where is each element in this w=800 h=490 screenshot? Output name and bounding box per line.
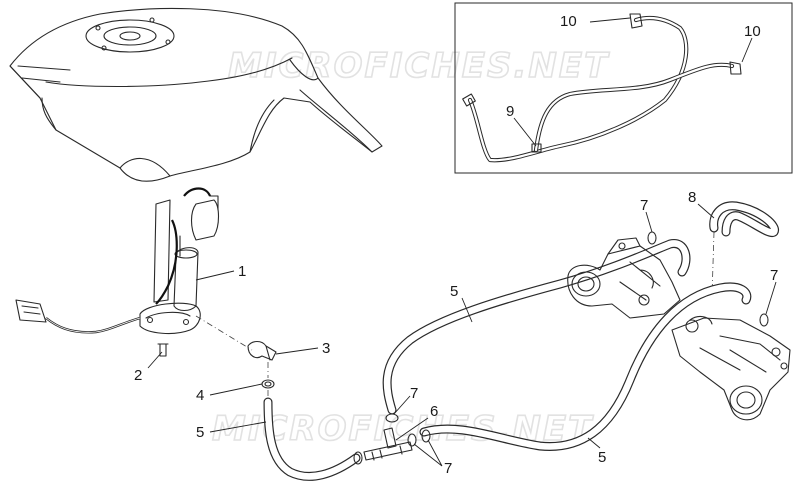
callout-7-middle: 7	[410, 385, 418, 402]
leader-7b	[413, 439, 443, 467]
callout-7-bottom: 7	[444, 460, 452, 477]
callout-6: 6	[430, 403, 438, 420]
leader-8	[697, 203, 715, 219]
elbow-fitting-part-3	[247, 340, 277, 361]
leader-10b	[741, 37, 753, 63]
callout-8: 8	[688, 189, 696, 206]
fuel-tank	[9, 7, 383, 182]
inset-frame	[454, 2, 793, 174]
leader-10a	[589, 17, 631, 23]
fuel-hose-long	[382, 239, 691, 415]
callout-7-upper: 7	[640, 197, 648, 214]
callout-1: 1	[238, 263, 246, 280]
leader-4	[209, 383, 263, 396]
leader-5b	[461, 297, 473, 323]
leader-1	[195, 270, 235, 281]
hose-part-8	[709, 201, 779, 237]
callout-4: 4	[196, 387, 204, 404]
leader-9	[513, 117, 537, 147]
hose-clamps-part-7	[353, 231, 769, 465]
bolt-part-2	[157, 343, 169, 357]
fuel-hose-right	[419, 282, 752, 451]
fuel-pump	[15, 187, 220, 335]
guide-line-pump-elbow	[195, 315, 253, 351]
callout-3: 3	[322, 340, 330, 357]
leader-5a	[209, 421, 267, 433]
breather-hose-assembly	[462, 13, 742, 163]
callout-5-left: 5	[196, 424, 204, 441]
fuel-hose-left	[263, 397, 361, 481]
leader-7a	[393, 395, 411, 415]
leader-6	[395, 417, 429, 441]
callout-2: 2	[134, 367, 142, 384]
leader-5c	[587, 437, 601, 449]
leader-3	[275, 347, 319, 355]
leader-7d	[765, 281, 777, 315]
clamp-part-4	[261, 379, 275, 389]
callout-7-right: 7	[770, 267, 778, 284]
watermark-top: MICROFICHES.NET	[228, 46, 610, 86]
leader-7c	[645, 211, 653, 233]
t-connector-part-6	[363, 427, 413, 461]
throttle-body-upper	[567, 237, 681, 319]
callout-5-top: 5	[450, 283, 458, 300]
callout-10-right: 10	[744, 23, 761, 40]
callout-9: 9	[506, 103, 514, 120]
callout-10-left: 10	[560, 13, 577, 30]
leader-2	[147, 351, 163, 369]
callout-5-right: 5	[598, 449, 606, 466]
throttle-body-lower	[671, 315, 791, 421]
